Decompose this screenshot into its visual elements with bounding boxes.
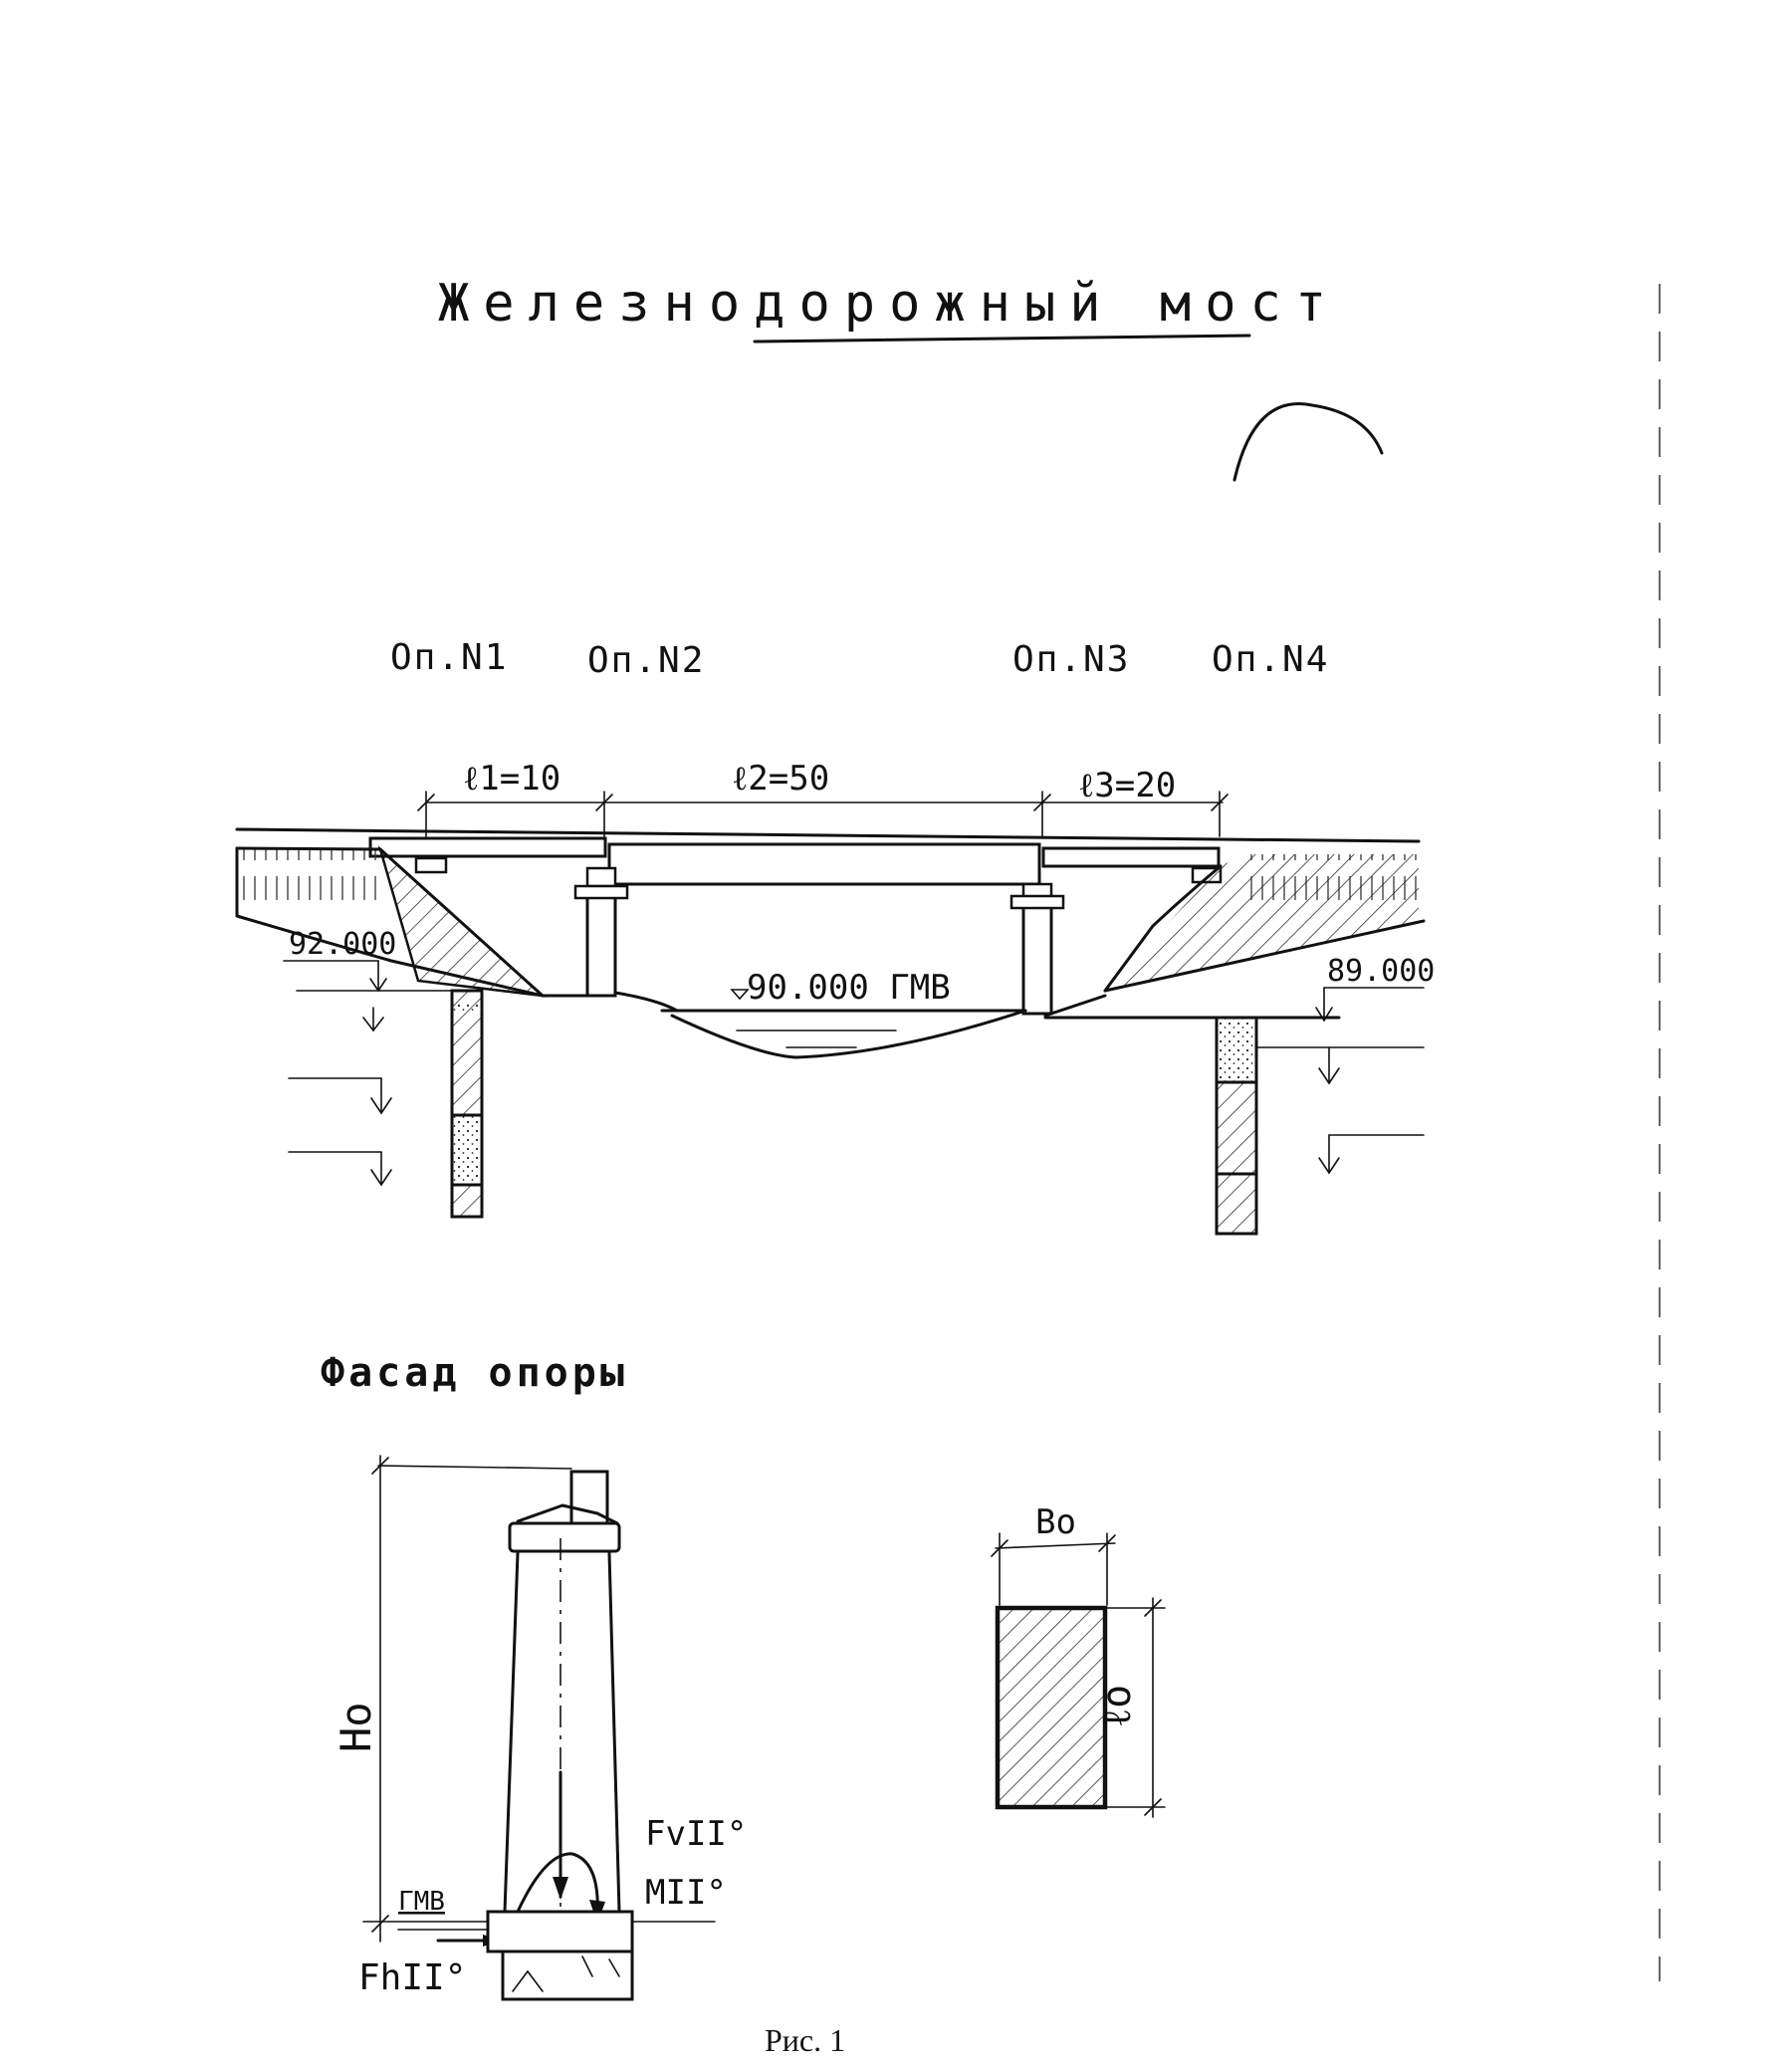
section-length-label: ℓо	[1094, 1685, 1140, 1727]
support-label-2: Оп.N2	[587, 640, 705, 681]
right-embankment	[1043, 854, 1426, 1020]
right-borehole	[1215, 1016, 1258, 1236]
left-layer-marks	[288, 990, 454, 1186]
river	[613, 989, 1027, 1059]
right-bank-level-mark	[1315, 987, 1425, 1022]
span-girder-1	[368, 836, 607, 858]
span-girder-3	[1041, 846, 1221, 868]
span-label-2: ℓ2=50	[732, 759, 829, 799]
support-label-4: Оп.N4	[1212, 639, 1329, 680]
section-title: Фасад опоры	[321, 1350, 628, 1396]
pier-3	[1009, 894, 1065, 1016]
left-bank-level-mark	[283, 960, 387, 992]
pier-2	[541, 884, 629, 998]
water-level-label: 90.000 ГМВ	[747, 968, 951, 1008]
span-dimension-lines	[417, 791, 1229, 837]
figure-caption: Рис. 1	[765, 2022, 845, 2058]
support-label-3: Оп.N3	[1012, 639, 1130, 680]
bridge-deck	[235, 827, 1421, 904]
right-bank-elevation: 89.000	[1327, 954, 1435, 989]
span-label-3: ℓ3=20	[1078, 766, 1176, 805]
left-borehole	[450, 989, 484, 1219]
pier-facade	[362, 1455, 716, 2001]
right-layer-marks	[1255, 1046, 1425, 1174]
left-bank-elevation: 92.000	[289, 927, 396, 962]
pier-height-label: Hо	[332, 1702, 380, 1752]
span-label-1: ℓ1=10	[463, 759, 560, 799]
vertical-force-label: FvII°	[645, 1814, 747, 1854]
drawing-title: Железнодорожный мост	[438, 274, 1340, 334]
pier-cross-section	[991, 1532, 1166, 1818]
support-label-1: Оп.N1	[390, 637, 508, 678]
moment-label: MII°	[645, 1873, 727, 1913]
section-width-label: Bо	[1035, 1502, 1076, 1542]
title-underline	[753, 334, 1251, 343]
horizontal-force-label: FhII°	[358, 1957, 466, 1998]
left-embankment	[235, 845, 547, 998]
span-girder-2	[607, 842, 1041, 886]
stamp-arc	[1232, 402, 1384, 482]
water-level-facade-label: ГМВ	[398, 1887, 445, 1917]
